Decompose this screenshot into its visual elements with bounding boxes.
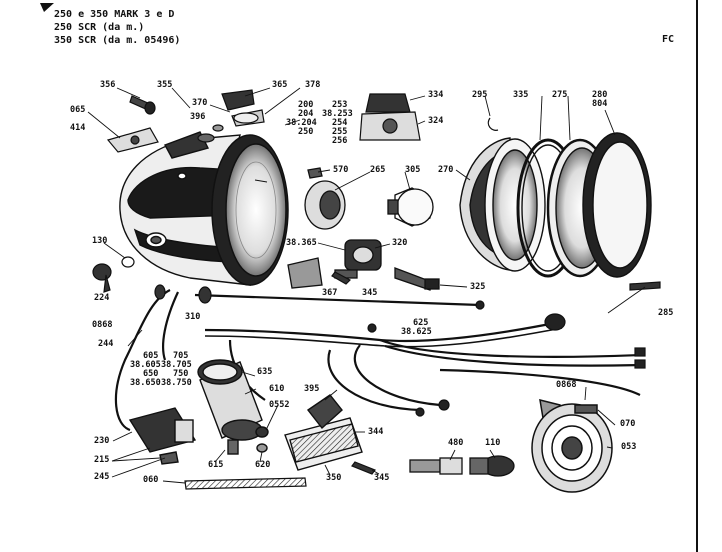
- part-label-38-625: 38.625: [401, 327, 432, 337]
- part-label-625: 625: [413, 318, 429, 328]
- header-line-2: 250 SCR (da m.): [54, 22, 145, 33]
- bulb-holder: [304, 167, 434, 230]
- part-label-650: 650: [143, 369, 159, 379]
- part-label-335: 335: [513, 90, 529, 100]
- part-label-295: 295: [472, 90, 488, 100]
- part-label-130: 130: [92, 236, 108, 246]
- part-label-285: 285: [658, 308, 674, 318]
- part-label-38-253: 38.253: [322, 109, 353, 119]
- part-label-367: 367: [322, 288, 338, 298]
- part-label-38-365: 38.365: [286, 238, 317, 248]
- part-label-245: 245: [94, 472, 110, 482]
- part-label-344: 344: [368, 427, 384, 437]
- light-switch-230: [128, 407, 197, 465]
- part-label-378: 378: [305, 80, 321, 90]
- part-label-370: 370: [192, 98, 208, 108]
- part-label-38-650: 38.650: [130, 378, 161, 388]
- part-label-053: 053: [621, 442, 637, 452]
- part-label-570: 570: [333, 165, 349, 175]
- part-label-204: 204: [298, 109, 314, 119]
- part-label-635: 635: [257, 367, 273, 377]
- part-label-0552: 0552: [269, 400, 290, 410]
- part-label-350: 350: [326, 473, 342, 483]
- part-label-070: 070: [620, 419, 636, 429]
- part-label-253: 253: [332, 100, 348, 110]
- part-label-254: 254: [332, 118, 348, 128]
- part-label-255: 255: [332, 127, 348, 137]
- part-label-200: 200: [298, 100, 314, 110]
- part-label-38-750: 38.750: [161, 378, 192, 388]
- part-label-250: 250: [298, 127, 314, 137]
- part-label-244: 244: [98, 339, 114, 349]
- part-label-38-605: 38.605: [130, 360, 161, 370]
- switch-334: [359, 93, 421, 141]
- part-label-310: 310: [185, 312, 201, 322]
- page-code: FC: [662, 34, 675, 45]
- part-label-270: 270: [438, 165, 454, 175]
- header-line-1: 250 e 350 MARK 3 e D: [54, 9, 175, 20]
- part-label-615: 615: [208, 460, 224, 470]
- diagram-header: 250 e 350 MARK 3 e D 250 SCR (da m.) 350…: [54, 8, 180, 47]
- part-label-610: 610: [269, 384, 285, 394]
- page-border: [696, 0, 698, 552]
- corner-mark: [40, 0, 56, 18]
- part-label-060: 060: [143, 475, 159, 485]
- horn: [531, 398, 613, 493]
- part-label-224: 224: [94, 293, 110, 303]
- part-label-356: 356: [100, 80, 116, 90]
- part-label-215: 215: [94, 455, 110, 465]
- part-label-605: 605: [143, 351, 159, 361]
- part-label-38-705: 38.705: [161, 360, 192, 370]
- headlamp-rim: [211, 134, 289, 286]
- part-label-110: 110: [485, 438, 501, 448]
- part-label-324: 324: [428, 116, 444, 126]
- part-label-345-b: 345: [374, 473, 390, 483]
- wiring-loom: [114, 289, 641, 432]
- part-label-0868-a: 0868: [92, 320, 113, 330]
- ignition-switch: [287, 239, 440, 291]
- part-label-355: 355: [157, 80, 173, 90]
- part-label-230: 230: [94, 436, 110, 446]
- part-label-256: 256: [332, 136, 348, 146]
- strap-060: [184, 477, 307, 490]
- part-label-620: 620: [255, 460, 271, 470]
- part-label-414: 414: [70, 123, 86, 133]
- part-label-804: 804: [592, 99, 608, 109]
- header-line-3: 350 SCR (da m. 05496): [54, 35, 181, 46]
- part-label-275: 275: [552, 90, 568, 100]
- part-label-320: 320: [392, 238, 408, 248]
- part-label-065: 065: [70, 105, 86, 115]
- part-label-0868-b: 0868: [556, 380, 577, 390]
- leader-lines: [87, 87, 646, 484]
- part-label-365: 365: [272, 80, 288, 90]
- top-small-parts: [106, 89, 265, 153]
- part-label-280: 280: [592, 90, 608, 100]
- part-label-305: 305: [405, 165, 421, 175]
- bulb-and-socket: [409, 455, 515, 477]
- part-label-265: 265: [370, 165, 386, 175]
- part-label-396: 396: [190, 112, 206, 122]
- part-label-750: 750: [173, 369, 189, 379]
- part-label-705: 705: [173, 351, 189, 361]
- part-label-345-a: 345: [362, 288, 378, 298]
- part-label-334: 334: [428, 90, 444, 100]
- part-label-38-204: 38.204: [286, 118, 317, 128]
- part-label-325: 325: [470, 282, 486, 292]
- cable-ends: [367, 300, 646, 417]
- reflector-assembly: [459, 132, 652, 278]
- part-label-395: 395: [304, 384, 320, 394]
- speedometer: [197, 359, 269, 455]
- part-label-480: 480: [448, 438, 464, 448]
- fasteners: [92, 117, 661, 475]
- tail-light: [284, 394, 363, 471]
